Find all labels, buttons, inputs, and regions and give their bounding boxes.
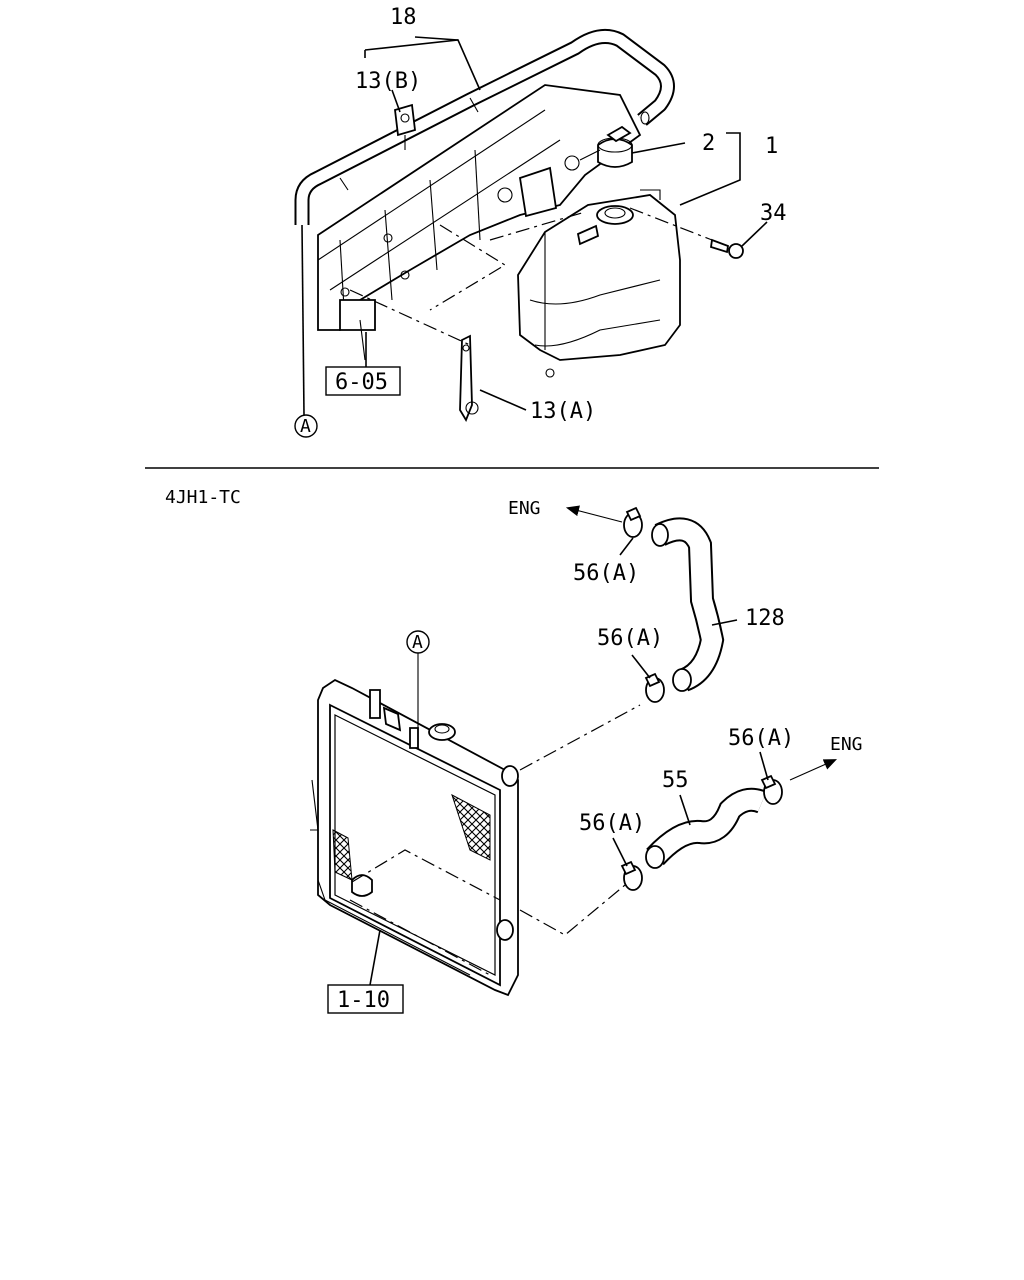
leader-dash bbox=[349, 289, 471, 346]
hose-clamp-4 bbox=[620, 860, 643, 891]
callout-56a-4: 56(A) bbox=[579, 811, 645, 836]
upper-assembly: 18 13(B) 2 1 34 13(A) 6-05 A bbox=[294, 5, 787, 438]
bracket-13a bbox=[459, 334, 479, 423]
leader-1-10 bbox=[369, 929, 381, 986]
leader-34 bbox=[741, 221, 768, 247]
frame-member bbox=[317, 84, 642, 361]
leader-128 bbox=[711, 619, 738, 626]
hose-clamp-2 bbox=[644, 672, 665, 703]
leader-line bbox=[301, 224, 305, 416]
reserve-tank-cap-2 bbox=[564, 125, 633, 171]
radiator bbox=[310, 652, 519, 997]
upper-radiator-hose-128 bbox=[651, 517, 725, 692]
connection-marker-a-bottom bbox=[406, 630, 430, 654]
leader-clamp-2 bbox=[631, 654, 651, 679]
flow-arrow-eng-right bbox=[789, 759, 838, 781]
reference-box-1-10[interactable] bbox=[327, 984, 404, 1014]
hose-clamp-3 bbox=[760, 774, 783, 805]
callout-34: 34 bbox=[760, 201, 787, 226]
callout-13a: 13(A) bbox=[530, 399, 596, 424]
hose-connection-dash bbox=[519, 884, 626, 936]
leader-clamp-1 bbox=[619, 537, 634, 556]
lower-radiator-hose-55 bbox=[645, 787, 767, 869]
leader-2 bbox=[631, 142, 686, 154]
leader-18-top bbox=[414, 36, 459, 41]
leader-55 bbox=[679, 794, 691, 826]
eng-label-top: ENG bbox=[508, 498, 541, 519]
reserve-tank-1 bbox=[517, 189, 681, 378]
lower-assembly: ENG 56(A) 128 56(A) 56(A) ENG 55 56(A) A… bbox=[310, 498, 863, 1014]
callout-18: 18 bbox=[390, 5, 417, 30]
hose-clamp-1 bbox=[623, 506, 643, 538]
callout-1: 1 bbox=[765, 134, 778, 159]
reference-6-05-label: 6-05 bbox=[335, 370, 388, 395]
connection-marker-a-top bbox=[294, 414, 318, 438]
hose-connection-dash bbox=[351, 849, 501, 901]
reference-box-6-05[interactable] bbox=[325, 366, 401, 396]
leader-13a bbox=[479, 389, 527, 411]
eng-label-right: ENG bbox=[830, 734, 863, 755]
callout-56a-3: 56(A) bbox=[728, 726, 794, 751]
leader-13b bbox=[391, 89, 401, 113]
leader-clamp-3 bbox=[759, 751, 769, 781]
hose-connection-dash bbox=[519, 704, 641, 771]
callout-56a-1: 56(A) bbox=[573, 561, 639, 586]
callout-13b: 13(B) bbox=[355, 69, 421, 94]
connection-a-top-label: A bbox=[300, 416, 311, 437]
callout-128: 128 bbox=[745, 606, 785, 631]
reference-1-10-label: 1-10 bbox=[337, 988, 390, 1013]
callout-2: 2 bbox=[702, 131, 715, 156]
overflow-hose-18 bbox=[294, 28, 675, 225]
flow-arrow-eng-top bbox=[565, 505, 623, 523]
callout-56a-2: 56(A) bbox=[597, 626, 663, 651]
leader-dash bbox=[629, 207, 713, 241]
leader-clamp-4 bbox=[612, 837, 628, 867]
leader-dash bbox=[489, 211, 586, 241]
clip-13b bbox=[394, 103, 416, 150]
bolt-34 bbox=[710, 238, 744, 259]
section-label-engine: 4JH1-TC bbox=[165, 487, 241, 508]
leader-1 bbox=[679, 132, 741, 206]
callout-55: 55 bbox=[662, 768, 689, 793]
connection-a-bottom-label: A bbox=[412, 632, 423, 653]
